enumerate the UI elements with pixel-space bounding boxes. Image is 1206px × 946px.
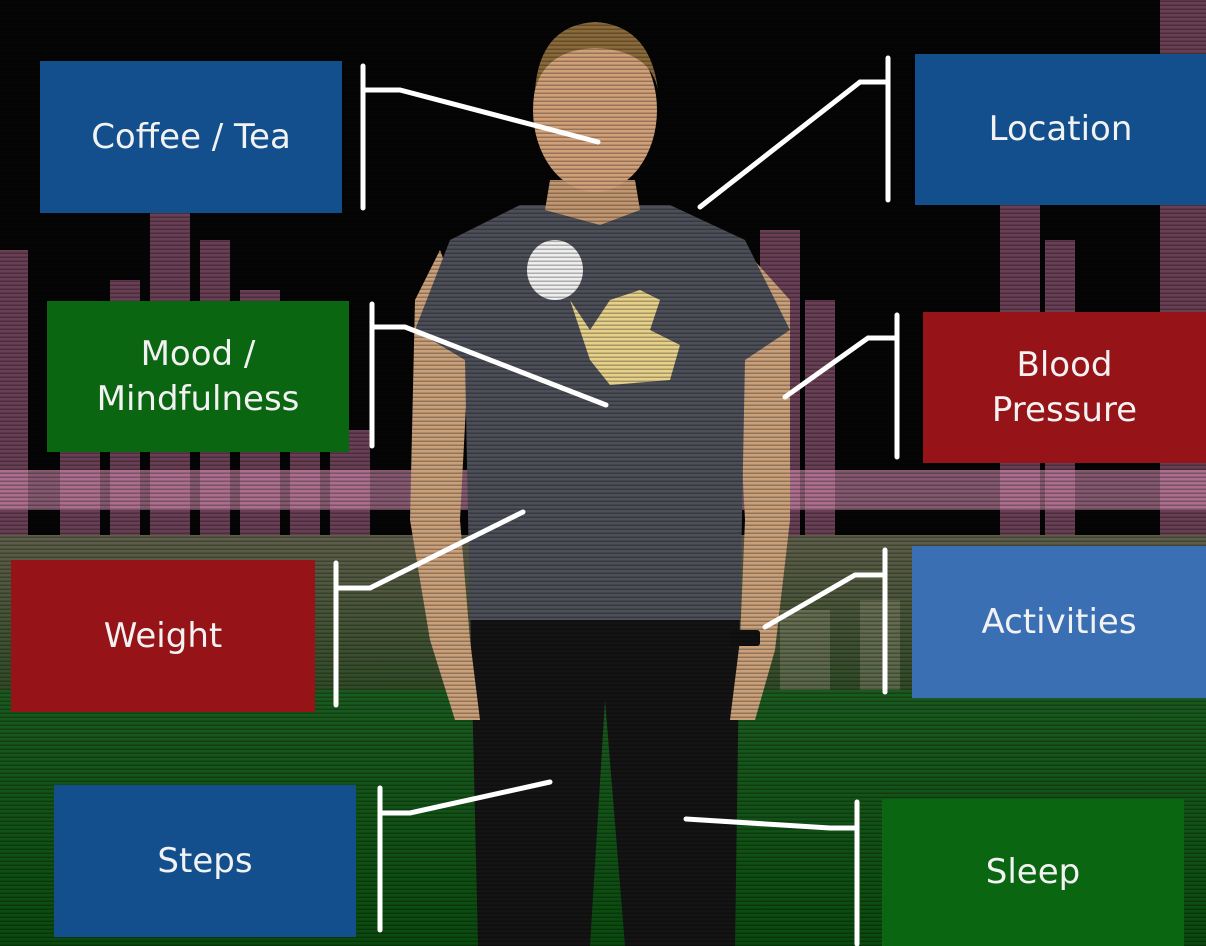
woodstock-bird-graphic [527, 240, 680, 385]
label-mood-mindfulness: Mood / Mindfulness [47, 301, 349, 452]
label-weight: Weight [11, 560, 315, 712]
hair [535, 22, 658, 90]
neck [545, 180, 640, 225]
tshirt [415, 205, 790, 620]
connector-blood-pressure [782, 312, 900, 460]
label-blood-pressure-text: Blood Pressure [991, 345, 1138, 430]
connector-mood [369, 301, 609, 449]
label-coffee-tea-text: Coffee / Tea [91, 116, 291, 157]
wristband [730, 630, 760, 646]
jeans [470, 600, 740, 946]
label-weight-text: Weight [103, 615, 223, 656]
label-sleep-text: Sleep [985, 852, 1081, 893]
head [533, 28, 657, 192]
connector-steps [377, 779, 553, 933]
connector-coffee-tea [360, 63, 601, 211]
connector-weight [333, 509, 526, 708]
label-coffee-tea: Coffee / Tea [40, 61, 342, 213]
connector-location [697, 55, 891, 210]
label-activities-text: Activities [981, 601, 1137, 642]
label-sleep: Sleep [882, 799, 1184, 946]
connector-activities [762, 547, 888, 695]
connector-sleep [683, 799, 860, 946]
label-steps-text: Steps [157, 840, 253, 881]
label-mood-text: Mood / Mindfulness [96, 334, 300, 419]
label-steps: Steps [54, 785, 356, 937]
right-arm [730, 250, 790, 720]
left-arm [410, 250, 480, 720]
label-location: Location [915, 54, 1206, 205]
label-location-text: Location [988, 109, 1133, 150]
label-activities: Activities [912, 546, 1206, 698]
label-blood-pressure: Blood Pressure [923, 312, 1206, 463]
